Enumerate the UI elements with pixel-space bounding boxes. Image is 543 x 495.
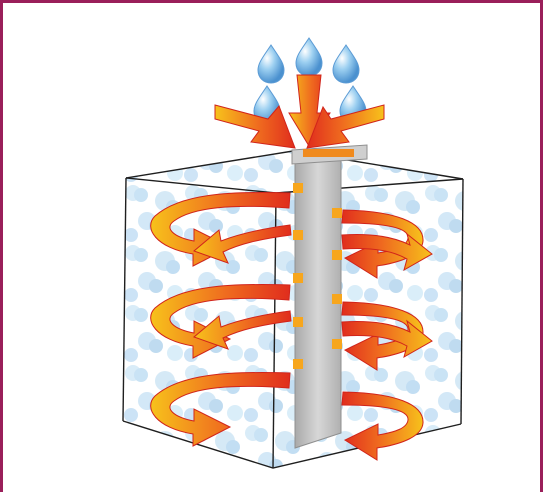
airflow-diagram: [3, 3, 543, 495]
top-airflow-arrows: [215, 75, 384, 148]
pillar-heat-strip: [303, 149, 354, 157]
water-drop-icon: [296, 38, 322, 76]
water-drop-icon: [333, 45, 359, 83]
water-drop-icon: [258, 45, 284, 83]
